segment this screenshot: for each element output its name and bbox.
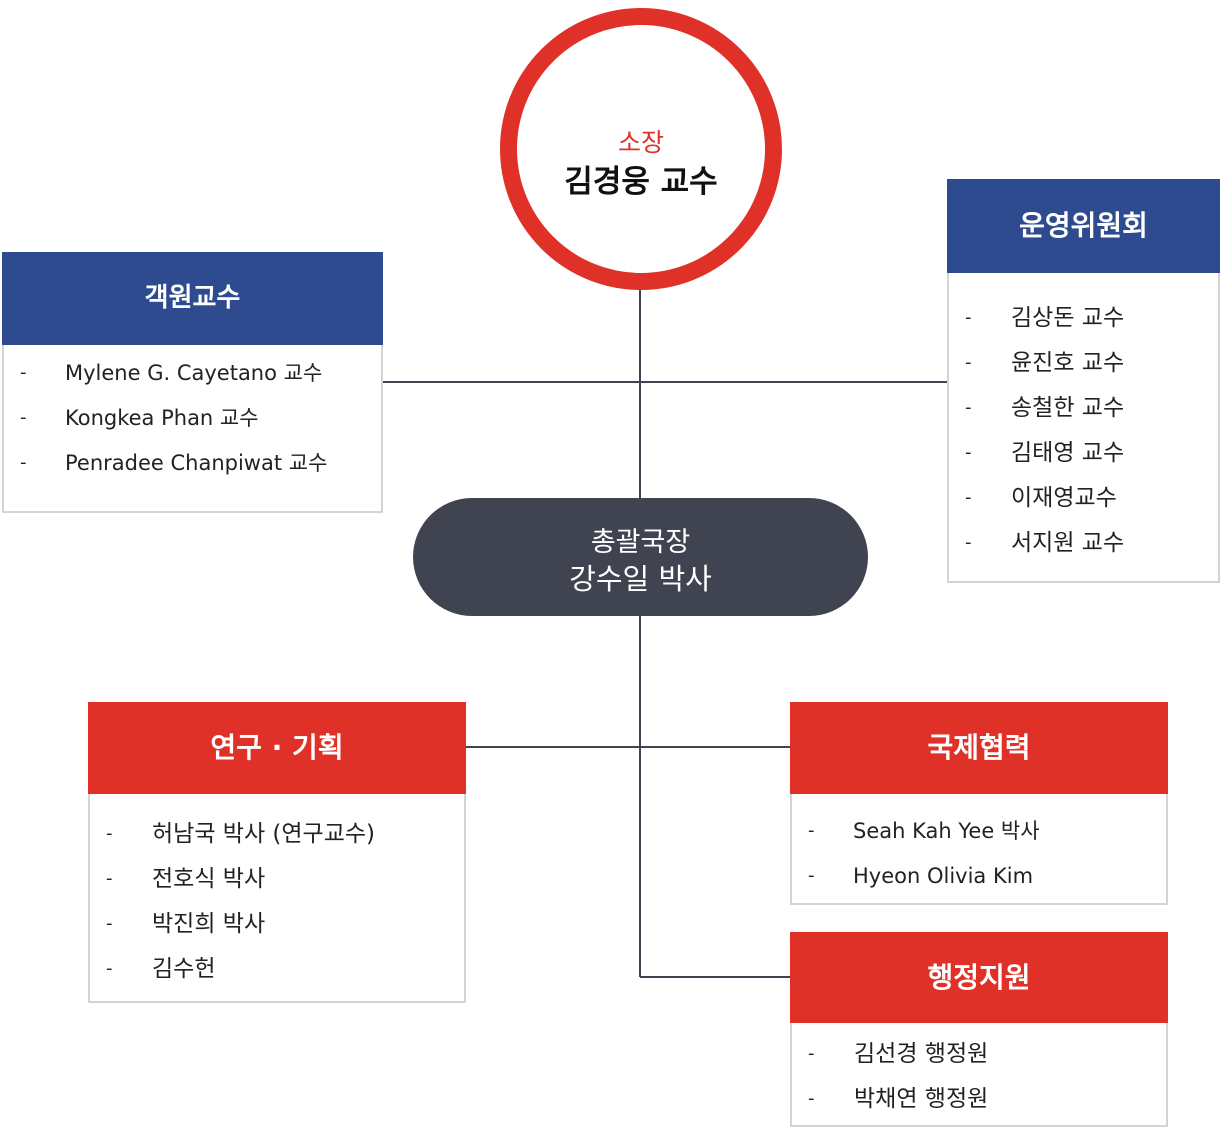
member-name: 김선경 행정원 bbox=[854, 1041, 989, 1067]
international-cooperation-box: 국제협력 - Seah Kah Yee 박사 - Hyeon Olivia Ki… bbox=[790, 702, 1168, 905]
list-item: - 허남국 박사 (연구교수) bbox=[90, 819, 464, 849]
dash-marker: - bbox=[965, 307, 972, 328]
admin-support-box: 행정지원 - 김선경 행정원 - 박채연 행정원 bbox=[790, 932, 1168, 1127]
member-name: 박진희 박사 bbox=[152, 911, 266, 937]
member-name: 김태영 교수 bbox=[1011, 440, 1125, 466]
member-name: 송철한 교수 bbox=[1011, 395, 1125, 421]
dash-marker: - bbox=[965, 397, 972, 418]
visiting-professors-box: 객원교수 - Mylene G. Cayetano 교수 - Kongkea P… bbox=[2, 252, 383, 513]
list-item: - Seah Kah Yee 박사 bbox=[792, 816, 1166, 846]
general-manager-name: 강수일 박사 bbox=[569, 562, 712, 596]
dash-marker: - bbox=[20, 452, 27, 473]
list-item: - 윤진호 교수 bbox=[949, 348, 1218, 378]
dash-marker: - bbox=[965, 352, 972, 373]
list-item: - 김수헌 bbox=[90, 954, 464, 984]
dash-marker: - bbox=[106, 958, 113, 979]
member-name: 이재영교수 bbox=[1011, 485, 1117, 511]
dash-marker: - bbox=[808, 1088, 815, 1109]
list-item: - 김상돈 교수 bbox=[949, 303, 1218, 333]
dash-marker: - bbox=[106, 823, 113, 844]
member-name: Hyeon Olivia Kim bbox=[853, 864, 1034, 888]
list-item: - 서지원 교수 bbox=[949, 528, 1218, 558]
steering-committee-header: 운영위원회 bbox=[947, 179, 1220, 273]
dash-marker: - bbox=[808, 865, 815, 886]
member-name: 전호식 박사 bbox=[152, 866, 266, 892]
dash-marker: - bbox=[106, 913, 113, 934]
dash-marker: - bbox=[20, 407, 27, 428]
general-manager-role: 총괄국장 bbox=[590, 527, 691, 558]
director-node: 소장 김경웅 교수 bbox=[500, 8, 782, 290]
member-name: Penradee Chanpiwat 교수 bbox=[65, 451, 328, 475]
list-item: - Hyeon Olivia Kim bbox=[792, 861, 1166, 891]
member-name: 김수헌 bbox=[152, 956, 216, 982]
list-item: - 송철한 교수 bbox=[949, 393, 1218, 423]
list-item: - Penradee Chanpiwat 교수 bbox=[4, 448, 381, 478]
list-item: - 이재영교수 bbox=[949, 483, 1218, 513]
director-name: 김경웅 교수 bbox=[564, 164, 718, 200]
list-item: - 박채연 행정원 bbox=[792, 1084, 1166, 1114]
dash-marker: - bbox=[20, 362, 27, 383]
list-item: - 박진희 박사 bbox=[90, 909, 464, 939]
director-role: 소장 bbox=[617, 128, 664, 157]
research-planning-box: 연구 · 기획 - 허남국 박사 (연구교수) - 전호식 박사 - 박진희 박… bbox=[88, 702, 466, 1003]
member-name: 윤진호 교수 bbox=[1011, 350, 1125, 376]
list-item: - 김선경 행정원 bbox=[792, 1039, 1166, 1069]
admin-support-header: 행정지원 bbox=[790, 932, 1168, 1023]
member-name: 허남국 박사 (연구교수) bbox=[152, 821, 376, 847]
list-item: - Kongkea Phan 교수 bbox=[4, 403, 381, 433]
dash-marker: - bbox=[106, 868, 113, 889]
member-name: 서지원 교수 bbox=[1011, 530, 1125, 556]
dash-marker: - bbox=[965, 532, 972, 553]
dash-marker: - bbox=[808, 1043, 815, 1064]
member-name: Kongkea Phan 교수 bbox=[65, 406, 259, 430]
steering-committee-box: 운영위원회 - 김상돈 교수 - 윤진호 교수 - 송철한 교수 - 김태영 교… bbox=[947, 179, 1220, 583]
list-item: - 전호식 박사 bbox=[90, 864, 464, 894]
general-manager-node: 총괄국장 강수일 박사 bbox=[413, 498, 868, 616]
list-item: - 김태영 교수 bbox=[949, 438, 1218, 468]
international-cooperation-header: 국제협력 bbox=[790, 702, 1168, 794]
member-name: Seah Kah Yee 박사 bbox=[853, 819, 1040, 843]
dash-marker: - bbox=[965, 487, 972, 508]
member-name: Mylene G. Cayetano 교수 bbox=[65, 361, 323, 385]
dash-marker: - bbox=[808, 820, 815, 841]
dash-marker: - bbox=[965, 442, 972, 463]
list-item: - Mylene G. Cayetano 교수 bbox=[4, 358, 381, 388]
visiting-professors-header: 객원교수 bbox=[2, 252, 383, 345]
member-name: 김상돈 교수 bbox=[1011, 305, 1125, 331]
research-planning-header: 연구 · 기획 bbox=[88, 702, 466, 794]
member-name: 박채연 행정원 bbox=[854, 1086, 989, 1112]
